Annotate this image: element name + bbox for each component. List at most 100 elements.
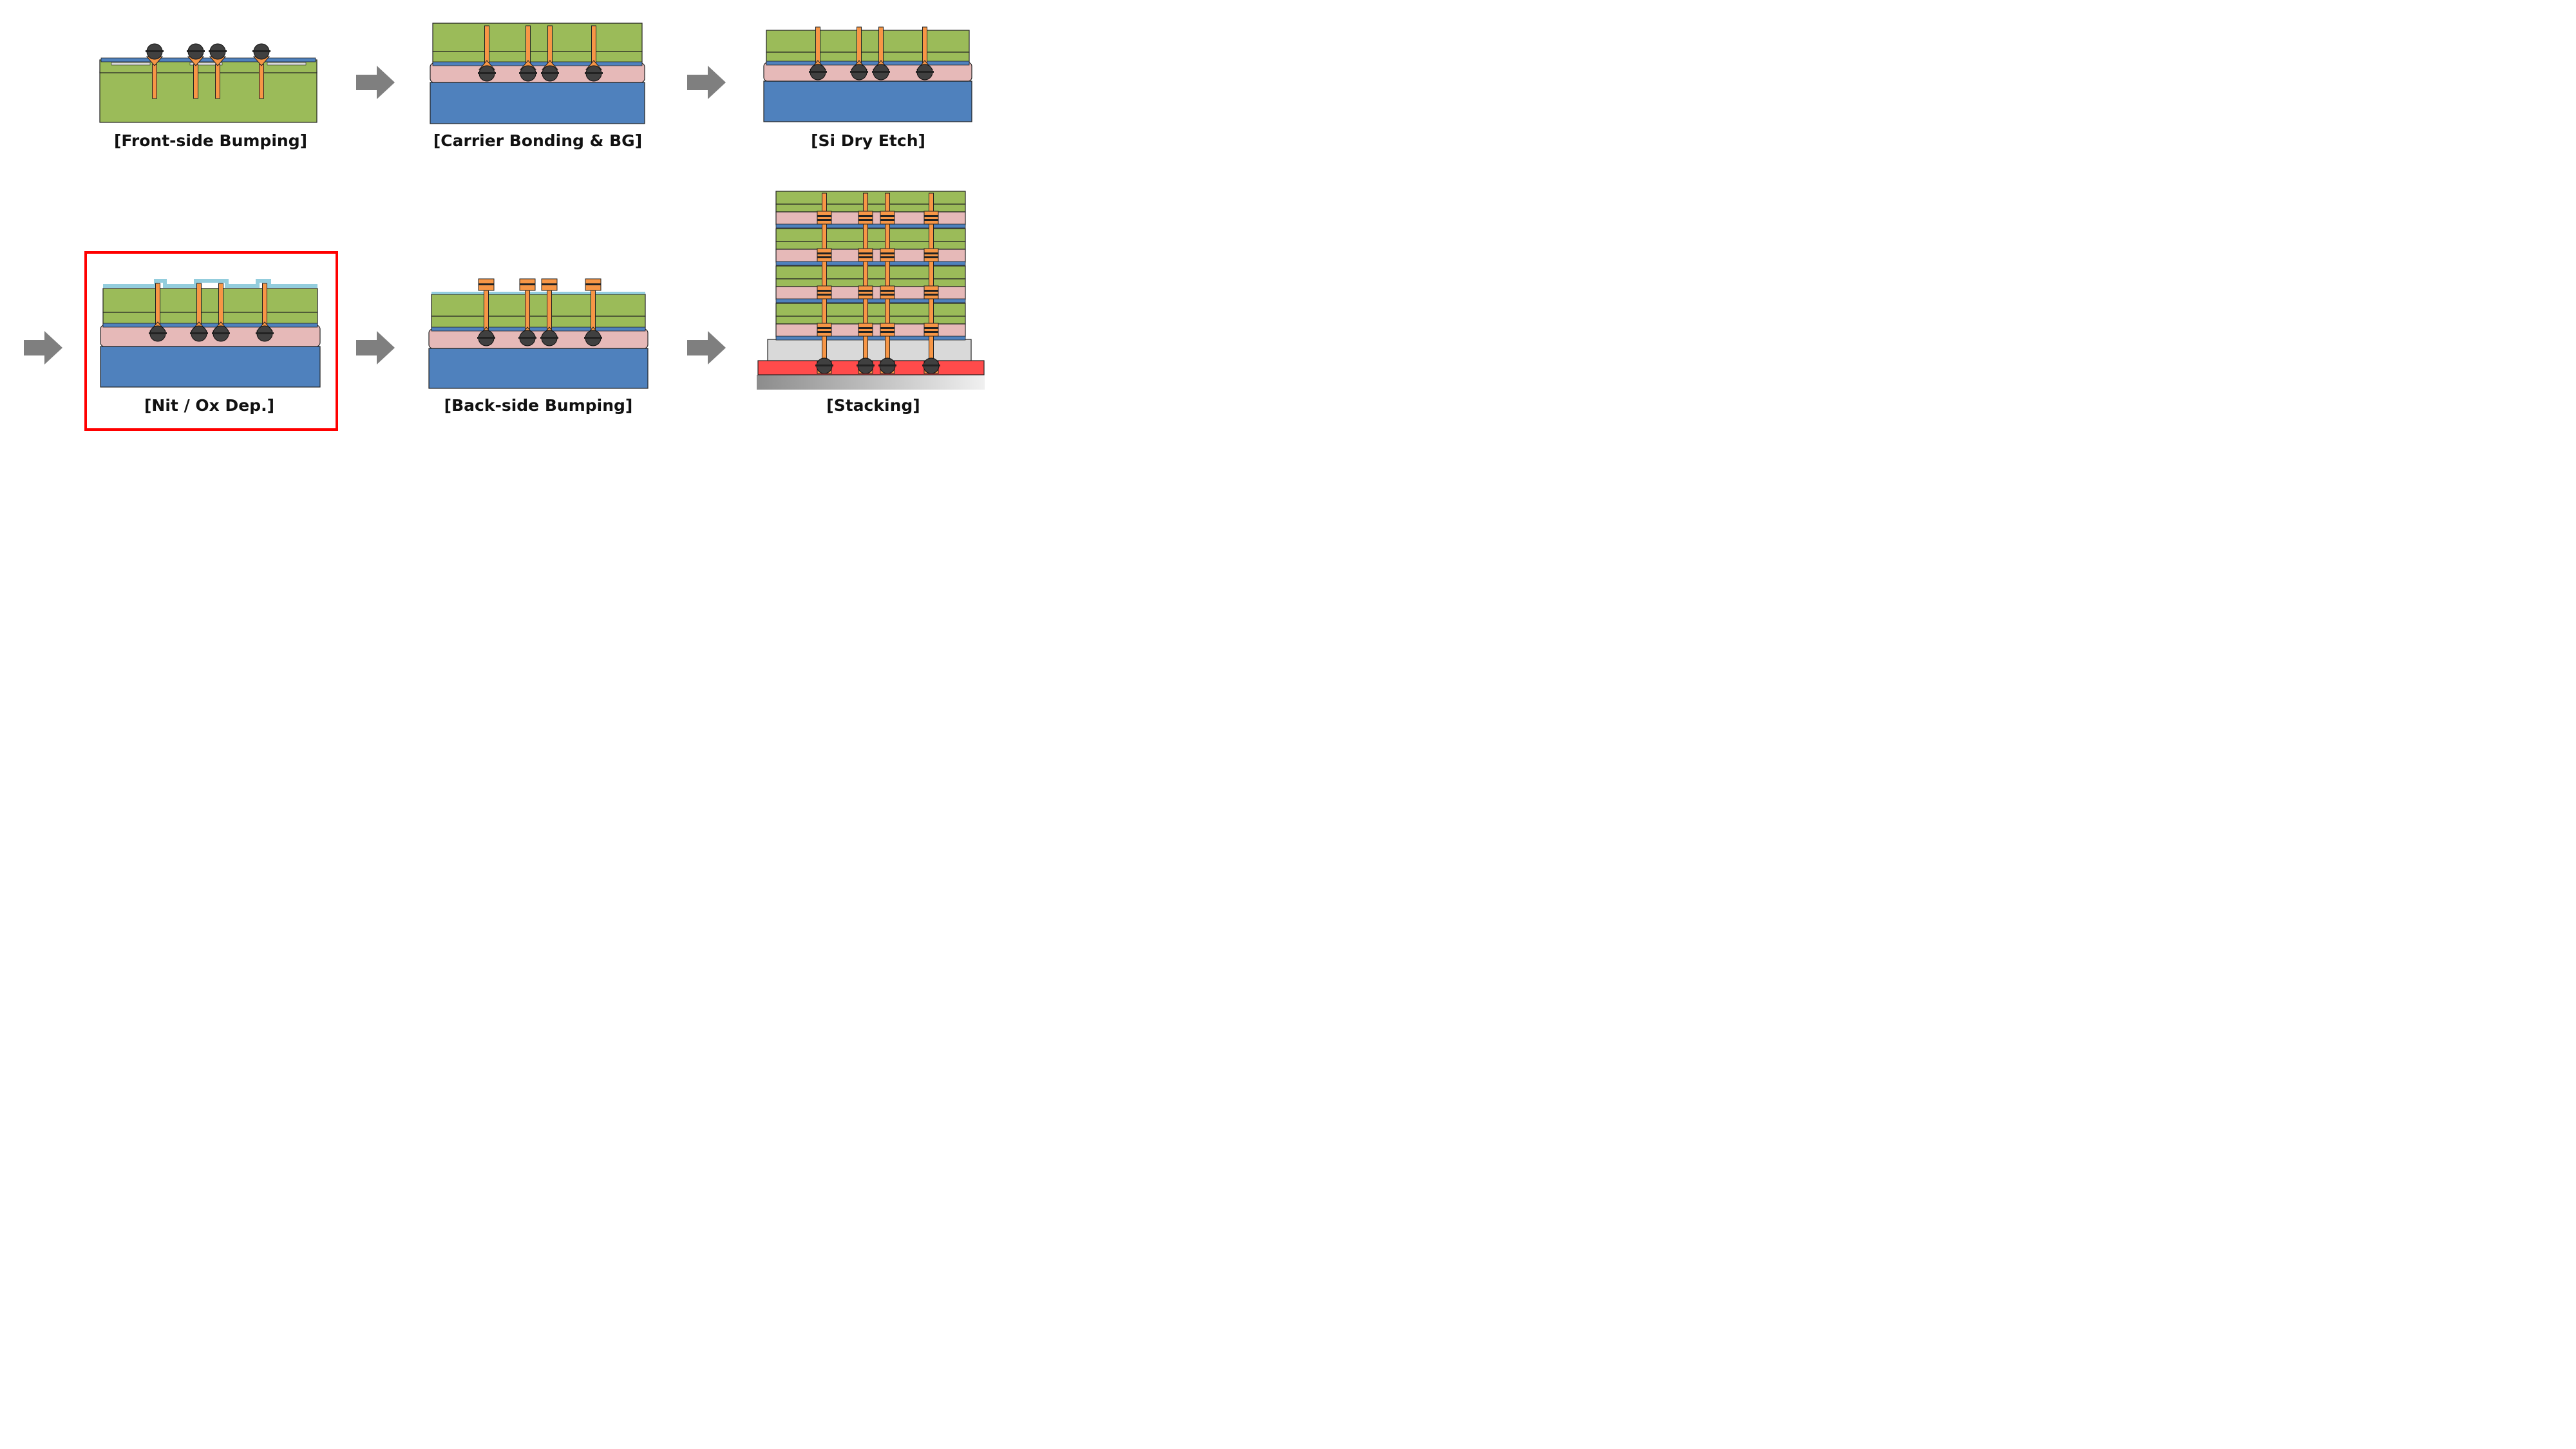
nitride-oxide-film — [431, 292, 645, 294]
metal-layer — [766, 61, 970, 66]
package-base — [757, 375, 985, 390]
bump-ubm — [540, 337, 558, 339]
bump-ubm — [541, 72, 559, 74]
carrier-wafer — [100, 346, 321, 388]
bump-ubm — [872, 71, 890, 73]
microbump-joint — [858, 290, 873, 292]
microbump-joint — [880, 215, 895, 217]
metal-layer — [431, 327, 646, 332]
bump-ubm — [149, 332, 167, 334]
microbump-stack — [923, 211, 939, 225]
bump-ubm — [209, 50, 227, 52]
bump-ubm — [252, 50, 270, 52]
microbump-joint — [924, 294, 938, 296]
tsv-via — [591, 289, 596, 330]
metal-layer — [775, 298, 966, 303]
tsv-via — [259, 64, 264, 99]
microbump-joint — [880, 327, 895, 329]
microbump-stack — [858, 248, 873, 262]
interposer-die — [767, 339, 972, 361]
diagram-front-side-bumping — [99, 43, 317, 123]
microbump-joint — [858, 219, 873, 221]
stacked-die-silicon — [775, 228, 966, 242]
etched-silicon — [766, 30, 970, 53]
bump-ubm — [518, 337, 536, 339]
microbump-joint — [817, 331, 831, 333]
tsv-via — [922, 26, 927, 65]
silicon-wafer — [99, 71, 317, 123]
highlight-box-current-step — [84, 251, 338, 431]
bump-ubm — [878, 365, 896, 366]
metal-layer — [775, 223, 966, 229]
stacked-die-device — [775, 316, 966, 325]
tsv-via — [484, 289, 489, 330]
microbump-joint — [924, 215, 938, 217]
bump-cap-line — [542, 283, 557, 285]
microbump-joint — [858, 327, 873, 329]
right-arrow-icon — [24, 331, 62, 365]
diagram-stacking — [757, 191, 985, 390]
bump-ubm — [187, 50, 205, 52]
process-flow-art — [24, 23, 985, 390]
dielectric-line — [189, 62, 223, 66]
label-carrier-bonding-bg: [Carrier Bonding & BG] — [433, 131, 643, 150]
tsv-via — [193, 64, 198, 99]
stacked-die-silicon — [775, 191, 966, 205]
microbump-joint — [817, 215, 831, 217]
bonding-adhesive — [428, 328, 649, 349]
bump-ubm — [809, 71, 827, 73]
microbump-joint — [858, 331, 873, 333]
microbump-joint — [817, 256, 831, 258]
microbump-stack — [817, 211, 832, 225]
process-flow-diagram: [Front-side Bumping] [Carrier Bonding & … — [0, 0, 1010, 568]
dielectric-line — [267, 62, 307, 66]
microbump-joint — [880, 294, 895, 296]
device-layer — [766, 52, 970, 63]
stacked-die-device — [775, 204, 966, 213]
microbump-stack — [923, 323, 939, 337]
microbump-joint — [817, 294, 831, 296]
tsv-via — [878, 26, 884, 65]
bump-ubm — [857, 365, 875, 366]
metal-layer — [102, 323, 318, 328]
right-arrow-icon — [356, 66, 395, 99]
microbump-joint — [880, 290, 895, 292]
bonding-adhesive — [430, 62, 645, 83]
bump-cap-line — [520, 283, 535, 285]
microbump-joint — [880, 219, 895, 221]
bump-ubm — [256, 332, 274, 334]
right-arrow-icon — [356, 331, 395, 365]
bump-ubm — [190, 332, 208, 334]
diagram-si-dry-etch — [763, 26, 972, 122]
metal-layer — [432, 61, 643, 66]
microbump-joint — [924, 331, 938, 333]
thinned-silicon — [432, 23, 643, 52]
microbump-joint — [858, 294, 873, 296]
microbump-stack — [880, 285, 895, 299]
label-stacking: [Stacking] — [826, 396, 920, 415]
bump-ubm — [916, 71, 934, 73]
stacked-die-silicon — [775, 303, 966, 317]
label-back-side-bumping: [Back-side Bumping] — [444, 396, 633, 415]
bump-ubm — [477, 337, 495, 339]
bump-cap-line — [478, 283, 494, 285]
stacked-die-silicon — [775, 265, 966, 279]
bump-ubm — [478, 72, 496, 74]
microbump-stack — [817, 248, 832, 262]
stacked-die-device — [775, 241, 966, 250]
tsv-via — [547, 289, 552, 330]
diagram-nit-ox-dep — [100, 279, 321, 388]
microbump-joint — [817, 219, 831, 221]
metal-layer — [100, 57, 316, 62]
tsv-via — [591, 25, 596, 65]
dielectric-line — [111, 62, 151, 66]
tsv-via — [152, 64, 157, 99]
bump-ubm — [146, 50, 164, 52]
bump-ubm — [815, 365, 833, 366]
microbump-joint — [924, 219, 938, 221]
label-nit-ox-dep: [Nit / Ox Dep.] — [144, 396, 275, 415]
microbump-joint — [880, 331, 895, 333]
bump-ubm — [922, 365, 940, 366]
microbump-joint — [880, 252, 895, 254]
tsv-via — [815, 26, 820, 65]
